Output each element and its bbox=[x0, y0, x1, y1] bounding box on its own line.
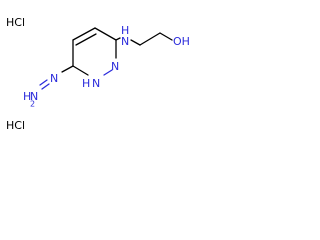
side-chain-bonds bbox=[115, 32, 173, 46]
bond-nh-ch2 bbox=[130, 39, 141, 46]
ring-nh-n-label: N bbox=[92, 77, 100, 90]
amine-h-label: H bbox=[121, 24, 129, 37]
chemical-structure: HCl H N OH N H N N H N 2 HCl bbox=[6, 16, 190, 132]
bond-c4-c5-double bbox=[75, 33, 97, 46]
bond-c4-c5 bbox=[72, 27, 96, 41]
bond-ch2-ch2 bbox=[139, 32, 161, 46]
ring-n-label: N bbox=[111, 60, 119, 73]
ring-nh-h-label: H bbox=[82, 77, 90, 90]
hydrazone-bonds bbox=[39, 65, 74, 90]
bond-c3-n-hydrazone bbox=[61, 65, 74, 73]
bond-c6-nh bbox=[115, 37, 121, 41]
amine-n-label: N bbox=[121, 35, 129, 48]
bond-n-n-hydrazone-1 bbox=[39, 79, 48, 86]
bond-ch2-oh bbox=[159, 32, 173, 41]
hcl-top: HCl bbox=[6, 16, 25, 29]
bond-c5-c6 bbox=[94, 27, 117, 41]
hydrazine-n-label: N bbox=[30, 90, 38, 103]
hydrazine-h-label: H bbox=[23, 90, 31, 103]
bond-n1-n2 bbox=[103, 69, 113, 76]
hydrazine-subscript: 2 bbox=[30, 100, 35, 109]
hcl-bottom: HCl bbox=[6, 119, 25, 132]
bond-c3-n2 bbox=[72, 65, 89, 76]
hydrazone-n-label: N bbox=[50, 72, 58, 85]
bond-n-n-hydrazone-2 bbox=[41, 83, 50, 90]
ring-bonds bbox=[72, 27, 117, 76]
hydroxyl-label: OH bbox=[173, 35, 190, 48]
